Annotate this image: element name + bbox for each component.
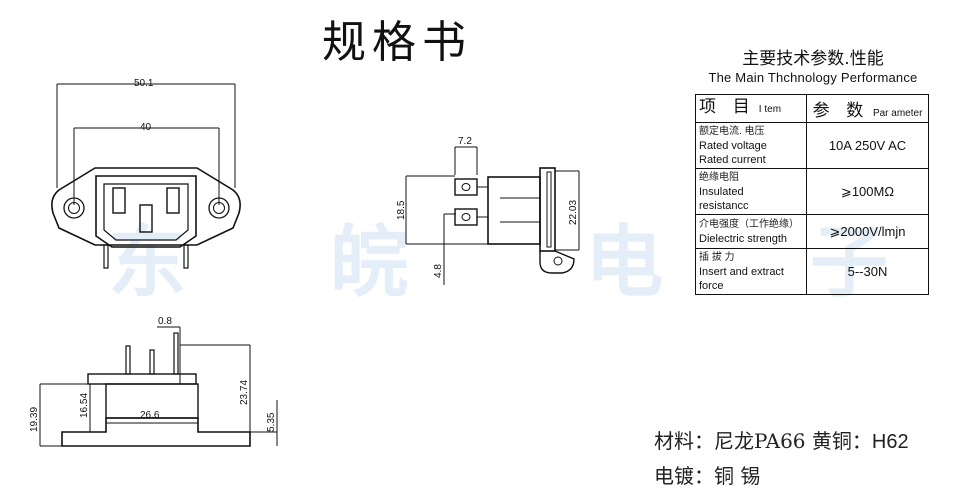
row-item-cell: 绝缘电阻 Insulated resistancc [695, 168, 807, 215]
table-row: 插 拔 力 Insert and extract force 5--30N [695, 248, 929, 295]
dim-label-18-5: 18.5 [396, 200, 407, 220]
material-grade: H62 [871, 431, 909, 453]
header-item-en: I tem [758, 104, 782, 115]
technical-drawing: 50.1 40 7.2 18.5 22.03 4.8 0.8 23.74 16.… [29, 78, 580, 447]
row-item-cn: 绝缘电阻 [699, 171, 739, 183]
header-param-cell: 参 数 Par ameter [806, 94, 929, 123]
spec-heading-cn: 主要技术参数.性能 [742, 49, 884, 69]
dim-label-5-35: 5.35 [266, 412, 277, 432]
table-row: 绝缘电阻 Insulated resistancc ⩾100MΩ [695, 168, 929, 215]
dim-label-23-74: 23.74 [239, 380, 250, 405]
material-prefix: 材料：尼龙PA66 黄铜： [654, 429, 872, 453]
spec-table: 项 目 I tem 参 数 Par ameter 额定电流. 电压 Rated … [695, 94, 929, 295]
table-row: 介电强度（工作绝缘） Dielectric strength ⩾2000V/lm… [695, 214, 929, 249]
dim-label-26-6: 26.6 [140, 410, 160, 421]
material-line: 材料：尼龙PA66 黄铜：H62 [654, 424, 909, 459]
row-item-cn: 额定电流. 电压 [699, 125, 765, 137]
plating-line: 电镀：铜 锡 [654, 464, 761, 488]
dim-label-7-2: 7.2 [458, 136, 472, 147]
header-param-cn: 参 数 [812, 101, 870, 120]
header-item-cn: 项 目 [699, 97, 756, 116]
row-item-cn: 插 拔 力 [699, 251, 735, 263]
dim-label-19-39: 19.39 [29, 407, 40, 432]
row-item-en: Dielectric strength [699, 232, 788, 245]
table-row: 额定电流. 电压 Rated voltage Rated current 10A… [695, 122, 929, 169]
row-item-en: Insulated [699, 185, 744, 198]
dim-label-4-8: 4.8 [433, 264, 444, 278]
watermark-char: 电 [585, 217, 664, 308]
row-item-en: Rated voltage [699, 139, 767, 152]
row-value: 10A 250V AC [806, 122, 929, 169]
dim-label-0-8: 0.8 [158, 316, 172, 327]
dim-label-16-54: 16.54 [79, 393, 90, 418]
spec-table-header: 项 目 I tem 参 数 Par ameter [695, 94, 929, 123]
page-title: 规格书 [322, 17, 472, 68]
row-item-en: Rated current [699, 153, 766, 166]
header-item-cell: 项 目 I tem [695, 94, 807, 123]
row-item-en: Insert and extract [699, 265, 784, 278]
row-item-en: force [699, 279, 724, 292]
watermark-char: 皖 [330, 217, 409, 308]
row-item-cell: 介电强度（工作绝缘） Dielectric strength [695, 214, 807, 249]
row-item-en: resistancc [699, 199, 749, 212]
spec-heading-en: The Main Thchnology Performance [708, 70, 918, 85]
header-param-en: Par ameter [872, 108, 923, 119]
row-item-cell: 额定电流. 电压 Rated voltage Rated current [695, 122, 807, 169]
dim-label-40: 40 [140, 122, 152, 133]
dim-label-22-03: 22.03 [568, 200, 579, 225]
dim-label-50-1: 50.1 [134, 78, 154, 89]
row-value: ⩾2000V/lmjn [806, 214, 929, 249]
row-value: ⩾100MΩ [806, 168, 929, 215]
row-item-cell: 插 拔 力 Insert and extract force [695, 248, 807, 295]
row-value: 5--30N [806, 248, 929, 295]
material-notes: 材料：尼龙PA66 黄铜：H62 电镀：铜 锡 [654, 424, 909, 493]
row-item-cn: 介电强度（工作绝缘） [699, 218, 799, 230]
